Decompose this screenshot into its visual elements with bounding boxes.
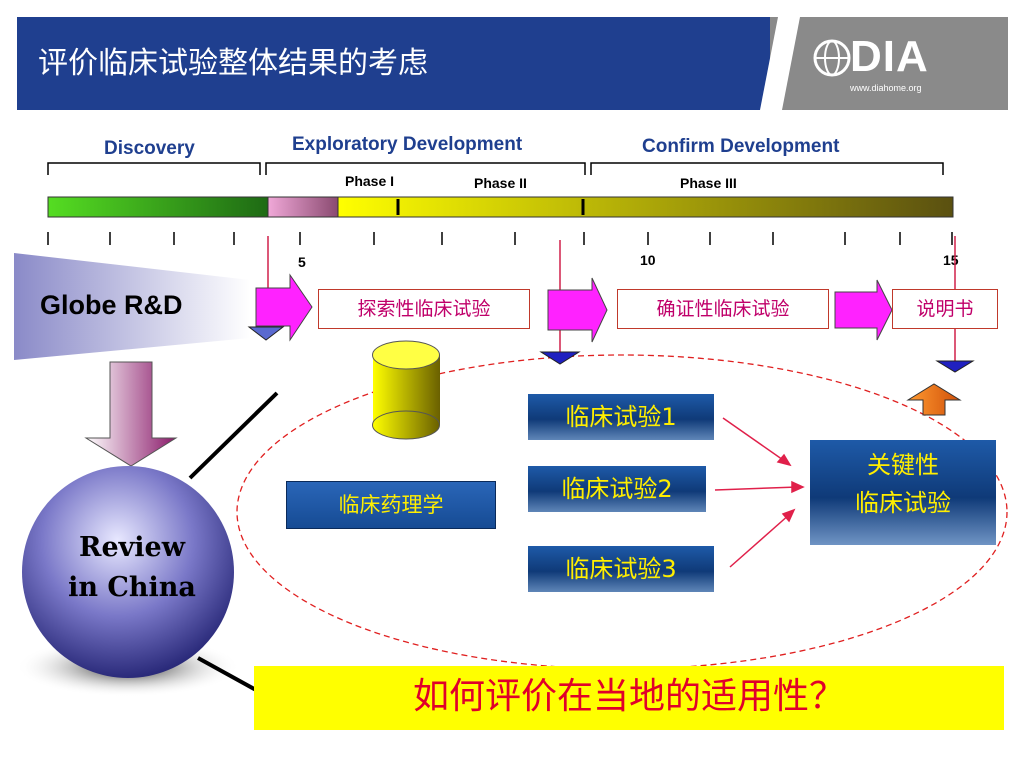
review-line-2: in China: [68, 572, 196, 603]
pink-arrow-1: [255, 273, 313, 342]
marker-triangle-2: [539, 351, 581, 365]
clinical-trial-3-box: 临床试验3: [528, 546, 714, 592]
phase-1-label: Phase I: [345, 173, 395, 189]
review-sphere: [22, 466, 234, 678]
timeline-bar: [47, 196, 954, 245]
stage-exploratory: Exploratory Development: [292, 134, 523, 155]
key-trial-box: 关键性 临床试验: [810, 440, 996, 545]
dia-logo: DIA: [850, 32, 929, 81]
tick-label-5: 5: [298, 254, 306, 270]
timeline-brackets: [47, 162, 944, 175]
up-arrow-shape: [906, 383, 962, 416]
pink-arrow-3: [834, 279, 893, 341]
page-title: 评价临床试验整体结果的考虑: [38, 46, 428, 81]
key-trial-line-1: 关键性: [867, 451, 939, 479]
marker-triangle-1: [247, 326, 285, 341]
cylinder-icon: [372, 340, 440, 440]
clinical-trial-2-box: 临床试验2: [528, 466, 706, 512]
review-in-china-label: Review in China: [47, 528, 217, 608]
down-arrow-shape: [84, 361, 178, 467]
local-applicability-question: 如何评价在当地的适用性？: [254, 666, 1004, 730]
key-trial-line-2: 临床试验: [855, 489, 951, 517]
tick-label-10: 10: [640, 252, 656, 268]
clinical-pharmacology-box: 临床药理学: [286, 481, 496, 529]
label-insert-box: 说明书: [892, 289, 998, 329]
globe-funnel: [14, 253, 250, 360]
pink-arrow-2: [547, 277, 608, 343]
stage-confirm: Confirm Development: [642, 136, 840, 157]
globe-logo-icon: [813, 39, 851, 77]
title-bar: [17, 17, 787, 110]
logo-url: www.diahome.org: [850, 83, 922, 93]
logo-panel: [770, 17, 1008, 110]
phase-2-label: Phase II: [474, 175, 527, 191]
marker-triangle-3: [935, 360, 975, 373]
phase-3-label: Phase III: [680, 175, 737, 191]
stage-discovery: Discovery: [104, 138, 195, 159]
exploratory-trial-box: 探索性临床试验: [318, 289, 530, 329]
review-line-1: Review: [79, 532, 185, 563]
globe-rnd-label: Globe R&D: [40, 290, 183, 320]
clinical-trial-1-box: 临床试验1: [528, 394, 714, 440]
confirmatory-trial-box: 确证性临床试验: [617, 289, 829, 329]
logo-divider: [760, 17, 800, 110]
